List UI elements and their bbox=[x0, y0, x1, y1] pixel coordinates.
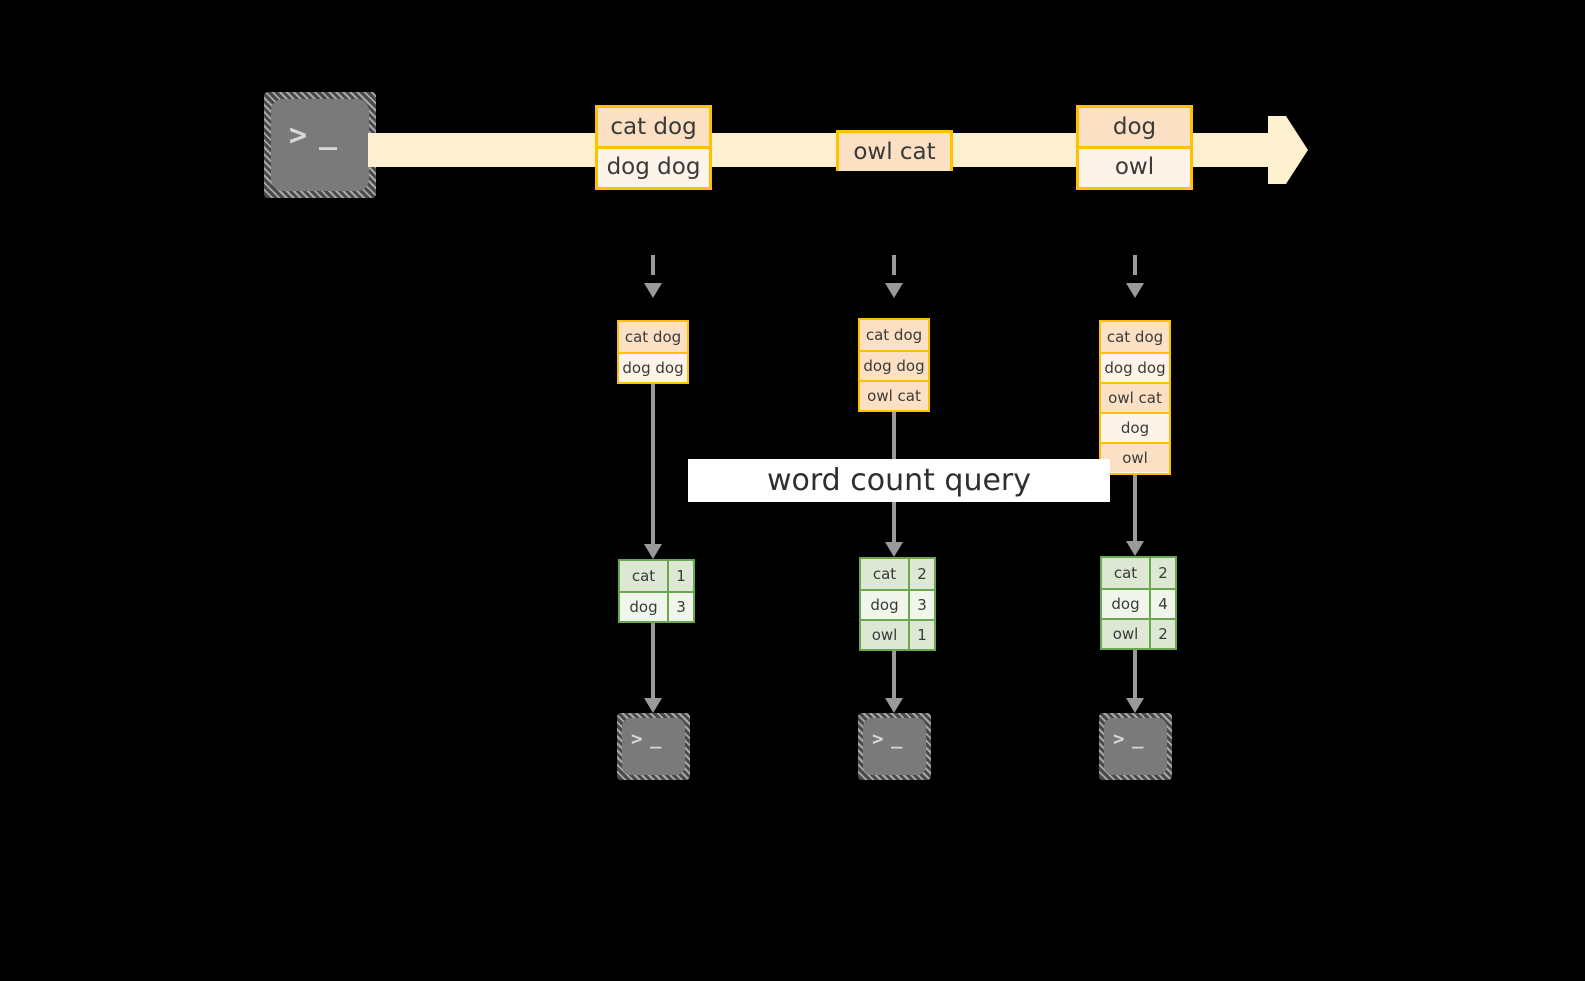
record-line: owl bbox=[1079, 146, 1190, 184]
sink-arrow-head-3 bbox=[1126, 698, 1144, 713]
sink-arrow-head-1 bbox=[644, 698, 662, 713]
terminal-cursor-glyph: _ bbox=[1132, 727, 1144, 749]
feed-dash-1 bbox=[651, 255, 655, 275]
query-arrow-line-3 bbox=[1133, 475, 1137, 544]
table-row: dog 4 bbox=[1102, 588, 1175, 618]
feed-dash-2 bbox=[892, 255, 896, 275]
feed-arrowhead-3 bbox=[1126, 283, 1144, 298]
table-row: cat 1 bbox=[620, 561, 693, 591]
sink-arrow-head-2 bbox=[885, 698, 903, 713]
record-line: dog dog bbox=[860, 350, 928, 380]
sink-arrow-line-2 bbox=[892, 651, 896, 701]
stream-record-2[interactable]: owl cat bbox=[836, 130, 953, 171]
accumulated-records-1[interactable]: cat dog dog dog bbox=[617, 320, 689, 384]
terminal-cursor-glyph: _ bbox=[650, 727, 662, 749]
record-line: dog bbox=[1079, 108, 1190, 146]
word-cell: dog bbox=[1102, 590, 1149, 618]
stream-record-3[interactable]: dog owl bbox=[1076, 105, 1193, 190]
sink-terminal-icon-3[interactable]: > _ bbox=[1099, 713, 1172, 780]
table-row: dog 3 bbox=[861, 589, 934, 619]
sink-arrow-line-1 bbox=[651, 623, 655, 701]
record-line: owl bbox=[1101, 442, 1169, 472]
terminal-cursor-glyph: _ bbox=[319, 116, 338, 151]
terminal-prompt-glyph: > bbox=[1113, 728, 1125, 750]
word-cell: cat bbox=[620, 561, 667, 591]
terminal-cursor-glyph: _ bbox=[891, 727, 903, 749]
count-cell: 1 bbox=[908, 621, 934, 649]
terminal-prompt-glyph: > bbox=[289, 118, 308, 153]
table-row: cat 2 bbox=[861, 559, 934, 589]
accumulated-records-3[interactable]: cat dog dog dog owl cat dog owl bbox=[1099, 320, 1171, 475]
word-cell: dog bbox=[861, 591, 908, 619]
record-line: dog dog bbox=[1101, 352, 1169, 382]
table-row: owl 2 bbox=[1102, 618, 1175, 648]
query-label-band: word count query bbox=[688, 459, 1110, 502]
record-line: cat dog bbox=[1101, 322, 1169, 352]
word-cell: owl bbox=[1102, 620, 1149, 648]
terminal-prompt-glyph: > bbox=[872, 728, 884, 750]
query-arrow-head-1 bbox=[644, 544, 662, 559]
accumulated-records-2[interactable]: cat dog dog dog owl cat bbox=[858, 318, 930, 412]
table-row: cat 2 bbox=[1102, 558, 1175, 588]
sink-terminal-icon-2[interactable]: > _ bbox=[858, 713, 931, 780]
word-cell: cat bbox=[1102, 558, 1149, 588]
record-line: cat dog bbox=[860, 320, 928, 350]
source-terminal-icon[interactable]: > _ bbox=[264, 92, 376, 198]
word-cell: cat bbox=[861, 559, 908, 589]
table-row: owl 1 bbox=[861, 619, 934, 649]
query-arrow-head-3 bbox=[1126, 541, 1144, 556]
query-arrow-head-2 bbox=[885, 542, 903, 557]
word-count-result-3[interactable]: cat 2 dog 4 owl 2 bbox=[1100, 556, 1177, 650]
count-cell: 1 bbox=[667, 561, 693, 591]
feed-dash-3 bbox=[1133, 255, 1137, 275]
terminal-screen: > _ bbox=[1104, 718, 1167, 775]
count-cell: 4 bbox=[1149, 590, 1175, 618]
table-row: dog 3 bbox=[620, 591, 693, 621]
feed-arrowhead-2 bbox=[885, 283, 903, 298]
count-cell: 3 bbox=[908, 591, 934, 619]
stream-head-flare bbox=[1268, 116, 1286, 184]
count-cell: 2 bbox=[1149, 558, 1175, 588]
terminal-prompt-glyph: > bbox=[631, 728, 643, 750]
stream-record-1[interactable]: cat dog dog dog bbox=[595, 105, 712, 190]
stream-arrowhead bbox=[1286, 116, 1308, 184]
query-arrow-line-1 bbox=[651, 384, 655, 547]
word-cell: owl bbox=[861, 621, 908, 649]
record-line: cat dog bbox=[598, 108, 709, 146]
record-line: owl cat bbox=[860, 380, 928, 410]
terminal-screen: > _ bbox=[863, 718, 926, 775]
record-line: dog bbox=[1101, 412, 1169, 442]
word-count-result-1[interactable]: cat 1 dog 3 bbox=[618, 559, 695, 623]
terminal-screen: > _ bbox=[271, 99, 369, 191]
record-line: owl cat bbox=[839, 133, 950, 171]
word-count-result-2[interactable]: cat 2 dog 3 owl 1 bbox=[859, 557, 936, 651]
count-cell: 2 bbox=[1149, 620, 1175, 648]
count-cell: 3 bbox=[667, 593, 693, 621]
count-cell: 2 bbox=[908, 559, 934, 589]
sink-terminal-icon-1[interactable]: > _ bbox=[617, 713, 690, 780]
feed-arrowhead-1 bbox=[644, 283, 662, 298]
record-line: dog dog bbox=[598, 146, 709, 184]
record-line: owl cat bbox=[1101, 382, 1169, 412]
sink-arrow-line-3 bbox=[1133, 650, 1137, 701]
word-cell: dog bbox=[620, 593, 667, 621]
record-line: dog dog bbox=[619, 352, 687, 382]
record-line: cat dog bbox=[619, 322, 687, 352]
terminal-screen: > _ bbox=[622, 718, 685, 775]
query-label-text: word count query bbox=[766, 463, 1032, 498]
